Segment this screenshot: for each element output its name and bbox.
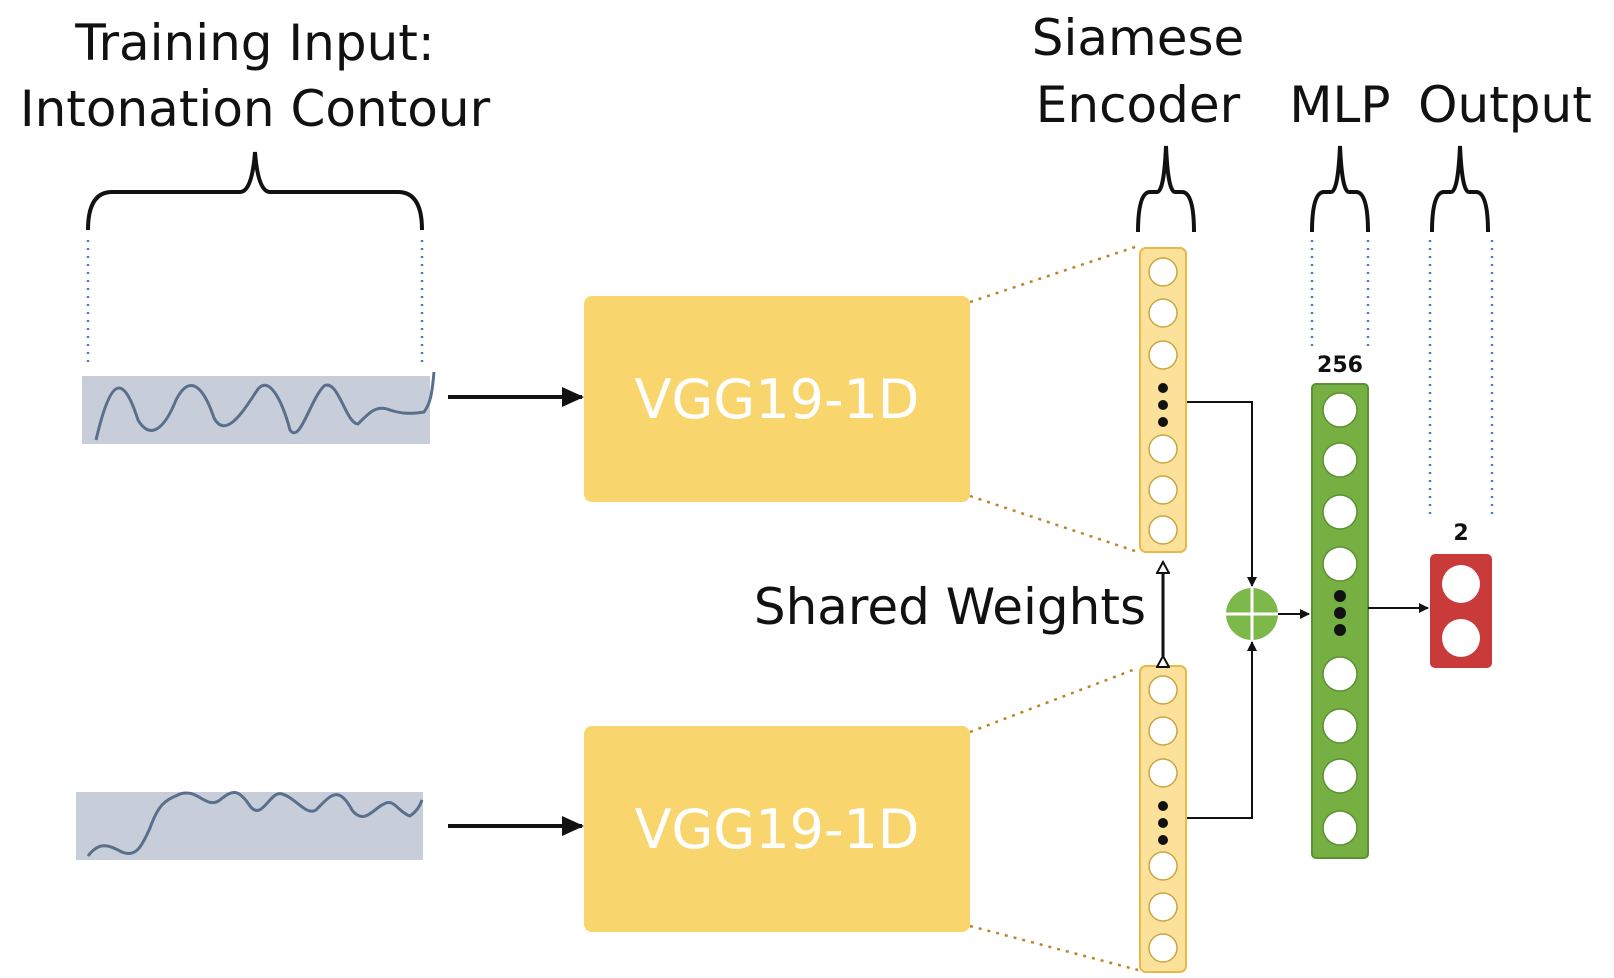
- ellipsis-dots: [1158, 383, 1168, 427]
- encoder-block-top: VGG19-1D: [584, 296, 970, 502]
- ellipsis-dots: [1158, 801, 1168, 845]
- neuron: [1148, 892, 1178, 922]
- neuron: [1148, 933, 1178, 963]
- concat-node: [1226, 588, 1278, 640]
- neuron: [1148, 298, 1178, 328]
- neuron: [1148, 758, 1178, 788]
- input-contour-top: [82, 371, 436, 444]
- neuron: [1442, 565, 1480, 603]
- encoder-brace: [1136, 145, 1196, 233]
- encoder-block-bottom: VGG19-1D: [584, 726, 970, 932]
- dotted-guides: [86, 240, 1494, 520]
- neuron: [1148, 515, 1178, 545]
- mlp-layer: [1311, 383, 1369, 859]
- embedding-layer-bottom: [1139, 665, 1187, 973]
- neuron: [1148, 340, 1178, 370]
- shared-weights-label: Shared Weights: [754, 578, 1146, 636]
- connector-bottom-to-concat: [1187, 641, 1257, 819]
- encoder-block-bottom-label: VGG19-1D: [635, 798, 920, 861]
- ellipsis-dots: [1334, 590, 1346, 636]
- neuron: [1148, 475, 1178, 505]
- input-contour-bottom: [76, 791, 424, 860]
- output-size-label: 2: [1453, 521, 1468, 546]
- encoder-heading: Encoder: [1036, 76, 1241, 134]
- neuron: [1442, 619, 1480, 657]
- output-layer: [1430, 554, 1492, 668]
- neuron: [1322, 442, 1358, 478]
- output-heading: Output: [1418, 76, 1592, 134]
- neuron: [1148, 257, 1178, 287]
- neuron: [1322, 758, 1358, 794]
- mlp-heading: MLP: [1289, 76, 1390, 134]
- neuron: [1322, 494, 1358, 530]
- intonation-contour-heading: Intonation Contour: [20, 80, 491, 138]
- neuron: [1148, 851, 1178, 881]
- siamese-heading: Siamese: [1032, 9, 1245, 67]
- training-input-brace: [86, 151, 424, 231]
- connector-top-to-concat: [1187, 401, 1257, 587]
- embedding-layer-top: [1139, 247, 1187, 553]
- encoder-block-top-label: VGG19-1D: [635, 368, 920, 431]
- neuron: [1322, 708, 1358, 744]
- neuron: [1322, 546, 1358, 582]
- training-input-heading: Training Input:: [74, 14, 435, 72]
- neuron: [1148, 716, 1178, 746]
- mlp-size-label: 256: [1317, 353, 1363, 378]
- mlp-brace: [1310, 145, 1370, 233]
- output-brace: [1430, 145, 1490, 233]
- neuron: [1322, 656, 1358, 692]
- neuron: [1148, 675, 1178, 705]
- neuron: [1322, 810, 1358, 846]
- neuron: [1148, 434, 1178, 464]
- projection-connectors: [969, 244, 1139, 972]
- neuron: [1322, 392, 1358, 428]
